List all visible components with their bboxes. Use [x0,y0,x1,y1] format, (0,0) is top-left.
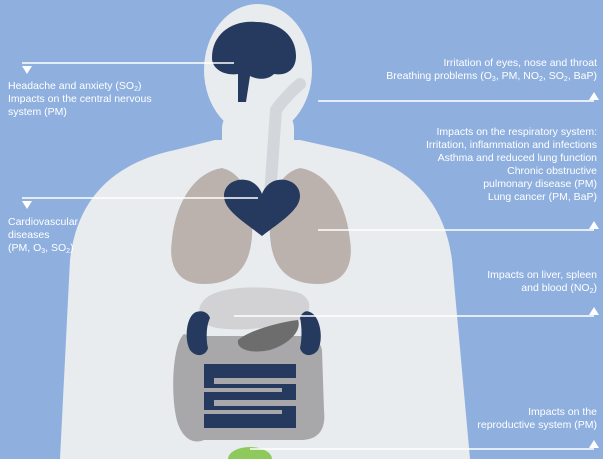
label-cardiovascular: Cardiovascular diseases (PM, O3, SO2) [8,216,78,255]
label-reproductive-system: Impacts on the reproductive system (PM) [477,406,597,432]
label-respiratory-system: Impacts on the respiratory system: Irrit… [426,126,597,204]
label-head-nervous-system: Headache and anxiety (SO2) Impacts on th… [8,80,152,119]
abdomen-organs [173,287,324,459]
arrow-up-icon [589,221,599,229]
label-liver-spleen-blood: Impacts on liver, spleen and blood (NO2) [487,269,597,295]
arrow-down-icon [22,201,32,209]
arrow-up-icon [589,92,599,100]
arrow-down-icon [22,66,32,74]
label-eyes-breathing: Irritation of eyes, nose and throat Brea… [386,57,597,83]
small-intestine-icon [204,364,296,428]
arrow-up-icon [589,307,599,315]
arrow-up-icon [589,440,599,448]
